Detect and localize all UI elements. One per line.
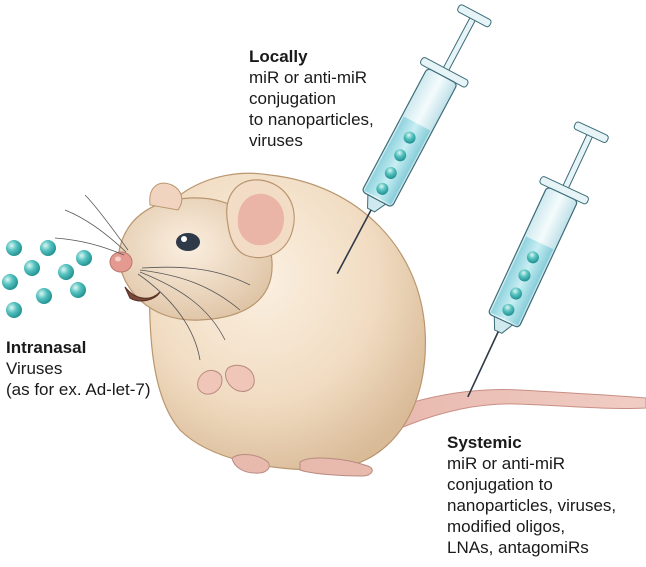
intranasal-particles — [2, 240, 92, 318]
systemic-line: conjugation to — [447, 475, 553, 494]
front-paw-right — [225, 364, 255, 392]
nanoparticle-icon — [58, 264, 74, 280]
intranasal-line: Viruses — [6, 359, 63, 378]
nanoparticle-icon — [76, 250, 92, 266]
nanoparticle-icon — [2, 274, 18, 290]
whiskers — [54, 194, 251, 361]
locally-line: miR or anti-miR — [249, 68, 368, 87]
locally-label: Locally miR or anti-miR conjugation to n… — [249, 46, 374, 151]
locally-heading: Locally — [249, 47, 308, 66]
intranasal-heading: Intranasal — [6, 338, 87, 357]
intranasal-label: Intranasal Viruses (as for ex. Ad-let-7) — [6, 337, 151, 400]
eye — [176, 233, 200, 251]
syringe-systemic — [467, 121, 609, 398]
nanoparticle-icon — [24, 260, 40, 276]
syringe-local — [336, 4, 492, 274]
systemic-line: modified oligos, — [447, 517, 566, 536]
nanoparticle-icon — [40, 240, 56, 256]
locally-line: conjugation — [249, 89, 336, 108]
nanoparticle-icon — [36, 288, 52, 304]
nanoparticle-icon — [6, 302, 22, 318]
nanoparticle-icon — [70, 282, 86, 298]
ear-inner — [237, 193, 284, 246]
ear-back — [149, 182, 183, 211]
locally-line: to nanoparticles, — [249, 110, 374, 129]
nose — [109, 251, 133, 273]
systemic-line: miR or anti-miR — [447, 454, 566, 473]
front-paw-left — [197, 369, 223, 395]
hind-foot — [299, 457, 373, 477]
systemic-line: LNAs, antagomiRs — [447, 538, 589, 557]
front-foot — [231, 454, 270, 474]
nanoparticle-icon — [6, 240, 22, 256]
systemic-heading: Systemic — [447, 433, 522, 452]
systemic-label: Systemic miR or anti-miR conjugation to … — [447, 432, 616, 558]
intranasal-line: (as for ex. Ad-let-7) — [6, 380, 151, 399]
systemic-line: nanoparticles, viruses, — [447, 496, 617, 515]
locally-line: viruses — [249, 131, 303, 150]
